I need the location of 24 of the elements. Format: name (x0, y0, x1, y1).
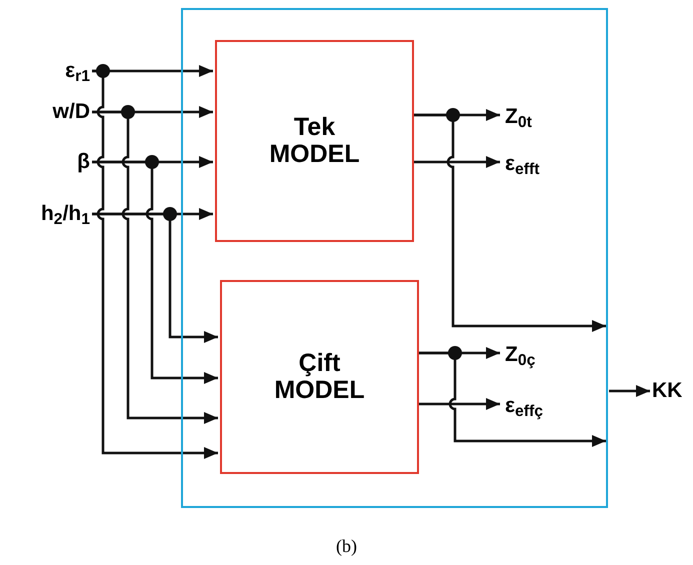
output-label: ε$_{efft}$ (505, 150, 585, 178)
model-box (215, 40, 414, 242)
model-box (220, 280, 419, 474)
arrow (92, 212, 218, 343)
model-title: Tek MODEL (268, 114, 361, 168)
arrow (412, 156, 500, 168)
arrow (92, 160, 218, 384)
model-title: Çift MODEL (273, 350, 366, 404)
output-label: Z$_{0ç}$ (505, 341, 585, 369)
arrow (609, 385, 650, 397)
input-label: w/D (8, 98, 90, 126)
arrow (92, 110, 218, 424)
output-label: KK (652, 377, 692, 405)
arrow (417, 398, 500, 410)
output-label: ε$_{effç}$ (505, 392, 585, 420)
input-label: β (8, 148, 90, 176)
caption: (b) (335, 535, 358, 558)
arrow (417, 352, 606, 447)
output-label: Z$_{0t}$ (505, 103, 585, 131)
arrow (412, 114, 606, 332)
input-label: h$_{2}$/h$_{1}$ (8, 200, 90, 228)
input-label: ε$_{r1}$ (8, 57, 90, 85)
system-frame (181, 8, 608, 508)
arrow (92, 70, 218, 459)
